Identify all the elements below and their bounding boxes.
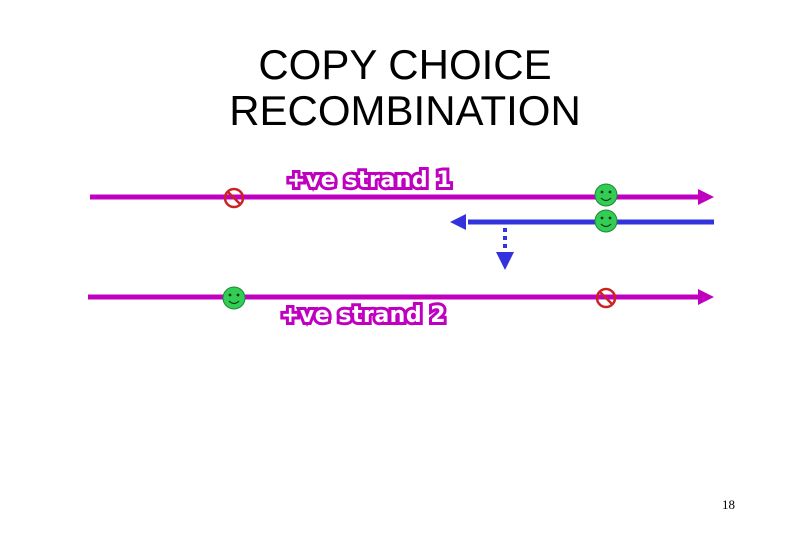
smiley-icon bbox=[222, 286, 246, 310]
title-line-2: RECOMBINATION bbox=[229, 87, 581, 134]
strand-2-label: +ve strand 2 bbox=[278, 300, 449, 331]
slide-number: 18 bbox=[722, 497, 735, 512]
smiley-icon bbox=[594, 209, 618, 233]
dashed-arrow-down-icon bbox=[496, 228, 514, 270]
page-title: COPY CHOICE RECOMBINATION bbox=[0, 42, 810, 134]
strand-1-label: +ve strand 1 bbox=[284, 165, 455, 196]
negative-strand bbox=[450, 214, 714, 230]
smiley-icon bbox=[594, 183, 618, 207]
title-line-1: COPY CHOICE bbox=[258, 41, 552, 88]
